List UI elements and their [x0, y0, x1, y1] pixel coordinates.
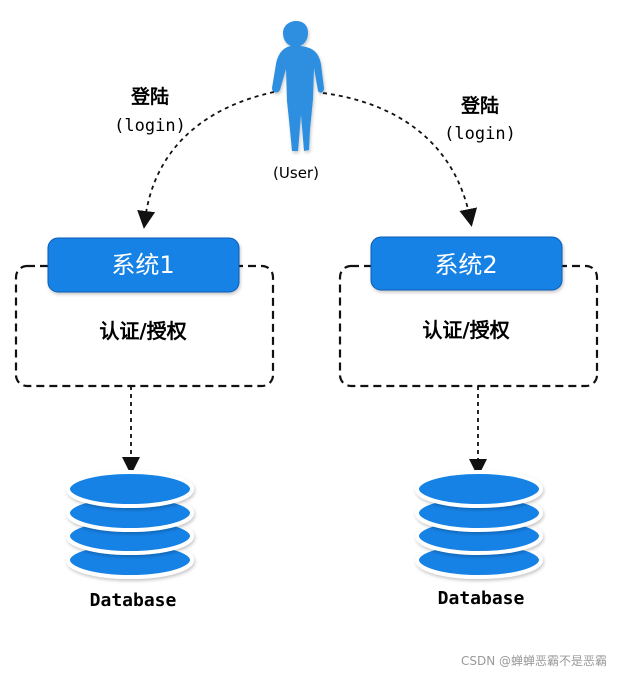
- database-1-label: Database: [90, 590, 177, 611]
- user-label: (User): [273, 164, 319, 182]
- left-login-title: 登陆: [130, 85, 169, 108]
- person-icon: [272, 21, 324, 151]
- arrow-user-to-system-1: [137, 91, 275, 229]
- system-2-header: [370, 236, 563, 291]
- system-1-header: [47, 237, 240, 293]
- database-icon: [415, 470, 543, 579]
- system-1-function: 认证/授权: [99, 319, 187, 343]
- right-login-title: 登陆: [460, 94, 499, 117]
- system-1-title: 系统1: [111, 251, 174, 279]
- right-login-sub: (login): [444, 124, 516, 144]
- system-2-function: 认证/授权: [422, 318, 510, 342]
- watermark: CSDN @蝉蝉恶霸不是恶霸: [460, 654, 607, 668]
- left-login-sub: (login): [114, 116, 186, 136]
- database-icon: [66, 470, 194, 579]
- system-2-title: 系统2: [434, 251, 497, 279]
- database-2-label: Database: [438, 588, 525, 609]
- arrow-user-to-system-2: [322, 92, 478, 227]
